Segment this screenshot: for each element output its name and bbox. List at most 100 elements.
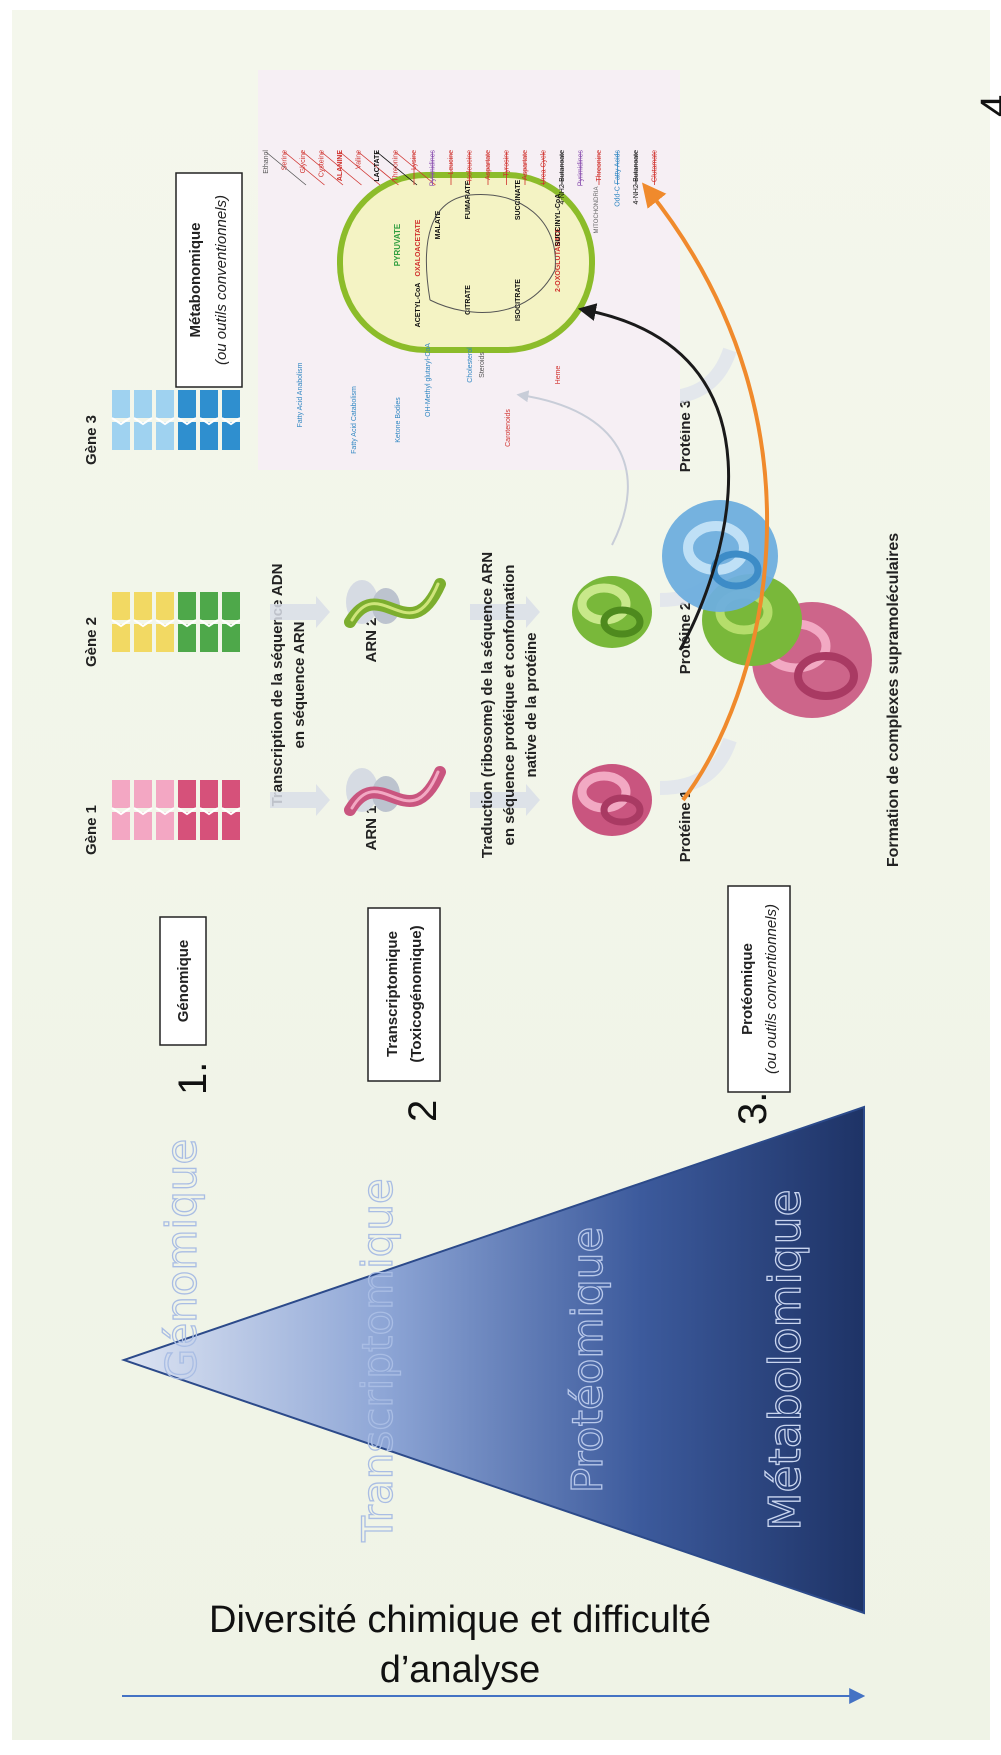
dna-block (112, 624, 130, 652)
dna-block (200, 780, 218, 808)
dna-notch (199, 619, 219, 628)
dna-block (156, 592, 174, 620)
dna-block (222, 592, 240, 620)
metabolite-in-14: Tyrosine (504, 150, 511, 177)
tca-2-oxoglutarate: 2-OXOGLUTARATE (555, 228, 562, 292)
dna-block (222, 780, 240, 808)
metabolite-in-7: LACTATE (374, 150, 381, 182)
dna-notch (221, 619, 241, 628)
gene-label-1: Gène 1 (83, 805, 100, 855)
dna-block (134, 780, 152, 808)
dna-block (178, 812, 196, 840)
metabolite-in-16: Urea Cycle (541, 150, 548, 185)
protein-label-1: Protéine 1 (677, 790, 694, 863)
pyramid-caption-line1: Diversité chimique et difficulté (209, 1599, 711, 1641)
dna-block (222, 390, 240, 418)
dna-block (134, 624, 152, 652)
metabolite-out-7: Carotenoids (505, 409, 512, 447)
dna-block (178, 422, 196, 450)
dna-block (112, 812, 130, 840)
tca-succinyl-coa: SUCCINYL-CoA (555, 194, 562, 247)
box-transcriptomique: Transcriptomique (Toxicogénomique) (367, 907, 441, 1082)
svg-text:Protéomique: Protéomique (739, 943, 756, 1035)
transcription-label-line2: en séquence ARN (291, 622, 308, 749)
step-number-4: 4 (973, 95, 1001, 117)
metabolite-in-arrow (321, 151, 362, 186)
rna-label-2: ARN 2 (363, 617, 380, 662)
protein-loop (600, 606, 644, 638)
dna-notch (133, 417, 153, 426)
dna-notch (221, 807, 241, 816)
rna-2: ARN 2 (344, 578, 446, 663)
dna-block (178, 624, 196, 652)
tca-malate: MALATE (435, 210, 442, 239)
rna-ribbon-highlight (350, 582, 440, 622)
gene-label-2: Gène 2 (83, 617, 100, 667)
box-proteomique: Protéomique (ou outils conventionnels) (727, 885, 791, 1093)
dna-notch (221, 417, 241, 426)
tca-cycle-path (425, 193, 556, 313)
tca-acetyl-coa: ACETYL-CoA (415, 283, 422, 328)
dna-block (134, 422, 152, 450)
protein-1: Protéine 1 (572, 737, 737, 863)
pyramid: Génomique Transcriptomique Protéomique M… (120, 1105, 865, 1615)
dna-notch (199, 807, 219, 816)
dna-block (200, 812, 218, 840)
metabolite-in-17: 4-NH2-Butanoate (559, 150, 566, 205)
tca-isocitrate: ISOCITRATE (515, 279, 522, 321)
gene-label-3: Gène 3 (83, 415, 100, 465)
tca-succinate: SUCCINATE (515, 180, 522, 221)
metabolite-in-8: Threonine (393, 150, 400, 182)
metabolite-in-13: Aspartate (485, 150, 492, 180)
metabolite-in-4: Cysteine (319, 150, 326, 177)
metabolite-out-1: Fatty Acid Anabolism (297, 362, 304, 427)
dna-block (134, 812, 152, 840)
metabolite-in-5: ALANINE (337, 150, 344, 181)
flow-arrow (470, 596, 540, 628)
gene-1: Gène 1 (83, 780, 241, 855)
dna-block (222, 624, 240, 652)
box-genomique: Génomique (159, 916, 207, 1046)
flow-arrow (270, 784, 330, 816)
grey-arrow-protein3-to-metabolism (516, 390, 629, 546)
dna-block (112, 422, 130, 450)
dna-notch (133, 807, 153, 816)
pyramid-label-transcriptomique: Transcriptomique (353, 1178, 402, 1543)
dna-block (200, 624, 218, 652)
transcription-label-line1: Transcription de la séquence ADN (269, 564, 286, 807)
metabolite-in-22: Glutamate (652, 150, 659, 182)
metabolite-in-3: Glycine (300, 150, 307, 173)
dna-block (112, 780, 130, 808)
gene-2: Gène 2 (83, 592, 241, 667)
dna-notch (177, 417, 197, 426)
flow-arrow (270, 596, 330, 628)
dna-notch (111, 619, 131, 628)
dna-notch (177, 619, 197, 628)
metabolite-in-2: Serine (282, 150, 289, 170)
svg-text:(Toxicogénomique): (Toxicogénomique) (408, 925, 425, 1062)
dna-block (200, 592, 218, 620)
dna-notch (155, 417, 175, 426)
dna-block (178, 780, 196, 808)
metabolite-in-arrow (358, 151, 399, 186)
svg-text:Métabonomique: Métabonomique (187, 223, 204, 338)
dna-block (200, 390, 218, 418)
gene-3: Gène 3 (83, 390, 241, 465)
step-number-3: 3. (731, 1092, 775, 1125)
svg-text:Génomique: Génomique (175, 940, 192, 1023)
dna-block (200, 422, 218, 450)
metabolite-in-12: Isoleucine (467, 150, 474, 182)
mitochondria-label: MITOCHONDRIA (594, 187, 600, 234)
pyramid-label-metabolomique: Métabolomique (760, 1189, 811, 1530)
protein-loop (600, 794, 644, 826)
dna-block (222, 422, 240, 450)
dna-notch (111, 807, 131, 816)
metabolite-out-6: Steroids (479, 352, 486, 378)
complex-label: Formation de complexes supramoléculaires (885, 533, 902, 867)
metabolite-out-8: Heme (555, 366, 562, 385)
tca-oxaloacetate: OXALOACETATE (415, 219, 422, 276)
svg-text:Transcriptomique: Transcriptomique (384, 931, 401, 1057)
